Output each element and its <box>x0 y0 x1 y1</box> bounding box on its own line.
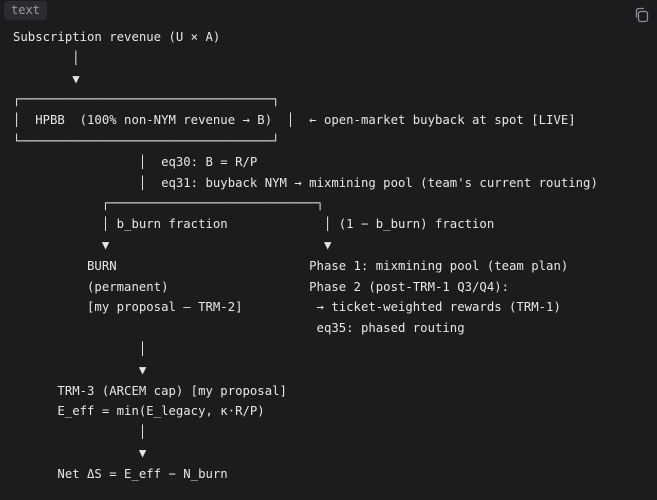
code-line: BURN Phase 1: mixmining pool (team plan) <box>13 258 569 273</box>
copy-button[interactable] <box>633 6 651 24</box>
code-line: │ <box>13 425 147 440</box>
code-line: ▼ <box>13 445 147 460</box>
code-line: ▼ <box>13 71 80 86</box>
code-line: ▼ ▼ <box>13 237 332 252</box>
code-line: ▼ <box>13 362 147 377</box>
code-line: │ eq31: buyback NYM → mixmining pool (te… <box>13 175 598 190</box>
code-line: │ HPBB (100% non-NYM revenue → B) │ ← op… <box>13 113 576 128</box>
code-line: eq35: phased routing <box>13 321 465 336</box>
code-line: │ b_burn fraction │ (1 − b_burn) fractio… <box>13 217 495 232</box>
code-line: [my proposal — TRM-2] → ticket-weighted … <box>13 300 561 315</box>
code-line: └──────────────────────────────────┘ <box>13 133 280 148</box>
code-line: TRM-3 (ARCEM cap) [my proposal] <box>13 383 287 398</box>
code-line: │ <box>13 341 147 356</box>
code-line: ┌────────────────────────────┐ <box>13 196 324 211</box>
code-line: │ eq30: B = R/P <box>13 154 258 169</box>
code-line: E_eff = min(E_legacy, κ·R/P) <box>13 404 265 419</box>
language-label: text <box>4 1 47 20</box>
code-line: (permanent) Phase 2 (post-TRM-1 Q3/Q4): <box>13 279 510 294</box>
code-line: │ <box>13 50 80 65</box>
code-line: Subscription revenue (U × A) <box>13 30 221 44</box>
copy-icon <box>635 7 649 23</box>
code-line: ┌──────────────────────────────────┐ <box>13 92 280 107</box>
code-line: Net ΔS = E_eff − N_burn <box>13 466 228 481</box>
code-content[interactable]: Subscription revenue (U × A) │ ▼ ┌───────… <box>13 27 598 485</box>
